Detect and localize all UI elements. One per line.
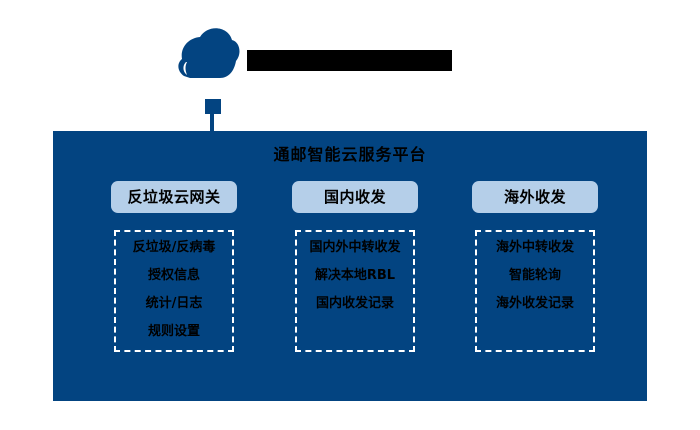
redacted-headline <box>247 50 452 71</box>
list-item[interactable]: 海外收发记录 <box>495 296 574 311</box>
list-item[interactable]: 国内收发记录 <box>315 296 394 311</box>
platform-panel: 通邮智能云服务平台 反垃圾云网关 反垃圾/反病毒 授权信息 统计/日志 规则设置… <box>53 131 647 401</box>
list-item[interactable]: 海外中转收发 <box>495 240 574 255</box>
list-item[interactable]: 国内外中转收发 <box>309 240 401 255</box>
column-overseas-mail: 海外收发 海外中转收发 智能轮询 海外收发记录 <box>472 181 598 352</box>
column-anti-spam-gateway: 反垃圾云网关 反垃圾/反病毒 授权信息 统计/日志 规则设置 <box>111 181 237 352</box>
list-item[interactable]: 智能轮询 <box>508 268 561 283</box>
list-item[interactable]: 反垃圾/反病毒 <box>132 240 216 255</box>
platform-title: 通邮智能云服务平台 <box>273 145 427 164</box>
cloud-icon <box>176 28 240 88</box>
list-item[interactable]: 规则设置 <box>147 324 200 339</box>
connector-node <box>205 99 221 114</box>
column-header-overseas-mail[interactable]: 海外收发 <box>472 181 598 213</box>
column-items-domestic-mail: 国内外中转收发 解决本地RBL 国内收发记录 <box>295 230 415 352</box>
column-domestic-mail: 国内收发 国内外中转收发 解决本地RBL 国内收发记录 <box>292 181 418 352</box>
column-items-overseas-mail: 海外中转收发 智能轮询 海外收发记录 <box>475 230 595 352</box>
connector-line <box>210 113 214 133</box>
platform-columns: 反垃圾云网关 反垃圾/反病毒 授权信息 统计/日志 规则设置 国内收发 国内外中… <box>53 181 647 401</box>
list-item[interactable]: 统计/日志 <box>145 296 203 311</box>
column-items-anti-spam-gateway: 反垃圾/反病毒 授权信息 统计/日志 规则设置 <box>114 230 234 352</box>
column-header-anti-spam-gateway[interactable]: 反垃圾云网关 <box>111 181 237 213</box>
list-item[interactable]: 解决本地RBL <box>314 268 396 283</box>
list-item[interactable]: 授权信息 <box>147 268 200 283</box>
column-header-domestic-mail[interactable]: 国内收发 <box>292 181 418 213</box>
